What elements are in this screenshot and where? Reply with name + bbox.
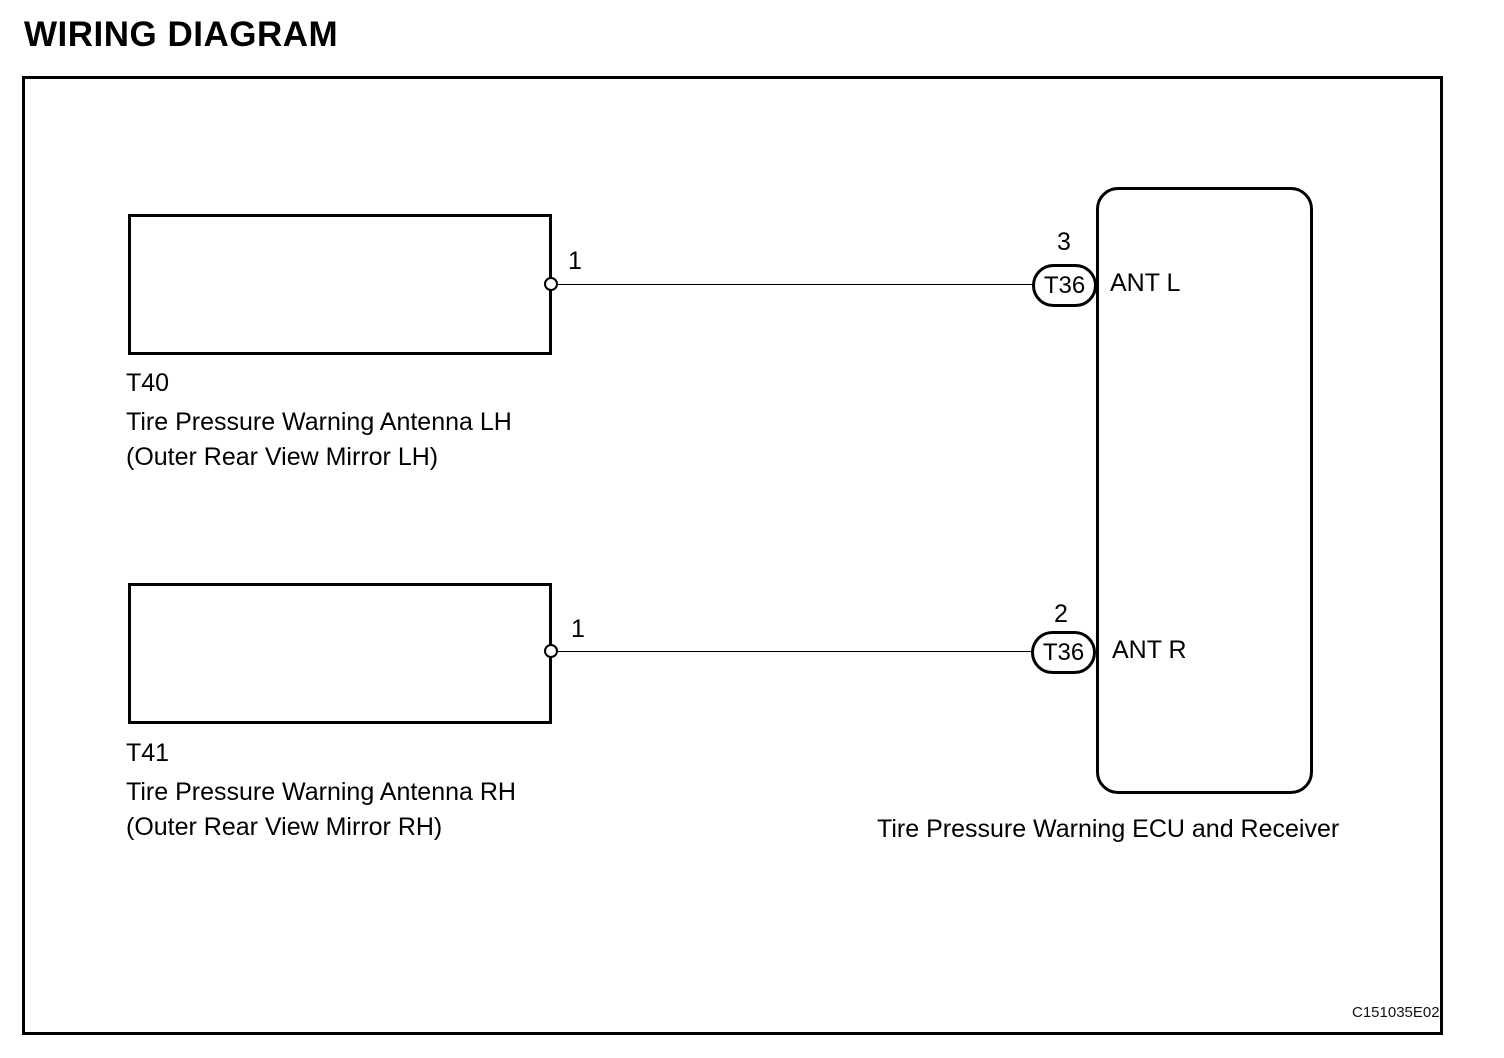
page-title: WIRING DIAGRAM: [24, 15, 339, 54]
antenna-lh-terminal-node: [544, 277, 558, 291]
antenna-lh-location: (Outer Rear View Mirror LH): [126, 443, 439, 471]
ecu-port-ant-l: ANT L: [1110, 269, 1181, 297]
ecu-ant-r-pin-number: 2: [1054, 600, 1068, 628]
wire-ant-l: [557, 284, 1034, 285]
figure-code: C151035E02: [1352, 1004, 1440, 1021]
antenna-rh-name: Tire Pressure Warning Antenna RH: [126, 778, 516, 806]
antenna-rh-id: T41: [126, 739, 170, 767]
antenna-rh-box: [128, 583, 552, 724]
antenna-rh-terminal-node: [544, 644, 558, 658]
ecu-port-ant-r: ANT R: [1112, 636, 1187, 664]
antenna-lh-box: [128, 214, 552, 355]
connector-oval-ant-r: T36: [1031, 631, 1096, 674]
connector-oval-ant-l: T36: [1032, 264, 1097, 307]
ecu-caption: Tire Pressure Warning ECU and Receiver: [877, 815, 1340, 843]
antenna-lh-pin-number: 1: [568, 247, 582, 275]
antenna-lh-name: Tire Pressure Warning Antenna LH: [126, 408, 512, 436]
ecu-ant-l-pin-number: 3: [1057, 228, 1071, 256]
ecu-box: [1096, 187, 1313, 794]
connector-id-ant-r: T36: [1042, 638, 1085, 666]
antenna-rh-pin-number: 1: [571, 615, 585, 643]
antenna-lh-id: T40: [126, 369, 170, 397]
antenna-rh-location: (Outer Rear View Mirror RH): [126, 813, 443, 841]
connector-id-ant-l: T36: [1043, 271, 1086, 299]
wire-ant-r: [557, 651, 1033, 652]
